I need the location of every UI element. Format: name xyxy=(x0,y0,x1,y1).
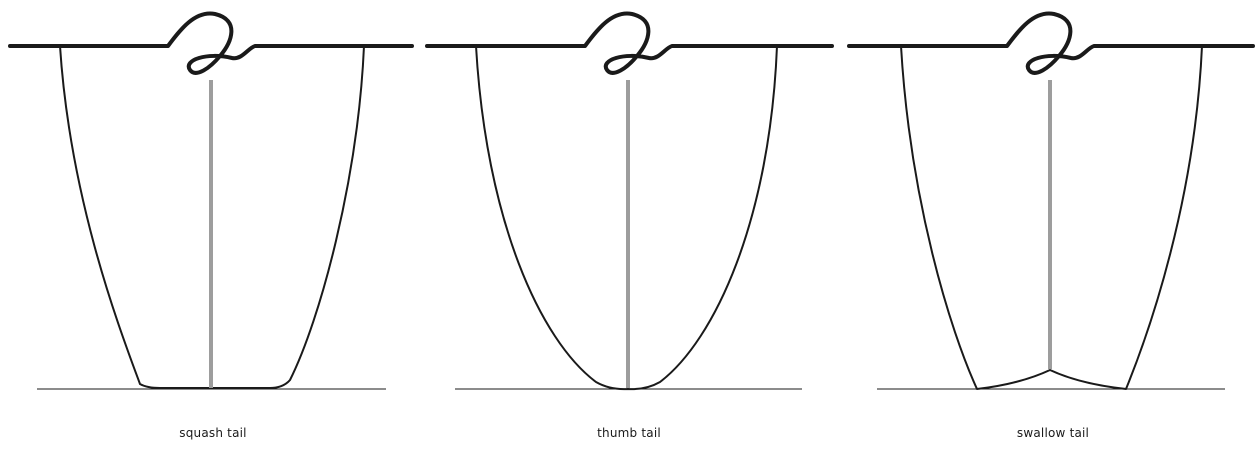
board-outline xyxy=(900,45,1203,390)
squash-tail-panel xyxy=(8,11,414,390)
top-edge-hook xyxy=(8,11,414,75)
swallow-tail-panel xyxy=(847,11,1255,390)
board-outline xyxy=(475,45,778,391)
caption-thumb-tail: thumb tail xyxy=(597,426,661,440)
board-outline xyxy=(59,45,365,389)
thumb-tail-panel xyxy=(425,11,834,391)
top-edge-hook xyxy=(425,11,834,75)
caption-swallow-tail: swallow tail xyxy=(1016,426,1090,440)
caption-squash-tail: squash tail xyxy=(179,426,247,440)
top-edge-hook xyxy=(847,11,1255,75)
